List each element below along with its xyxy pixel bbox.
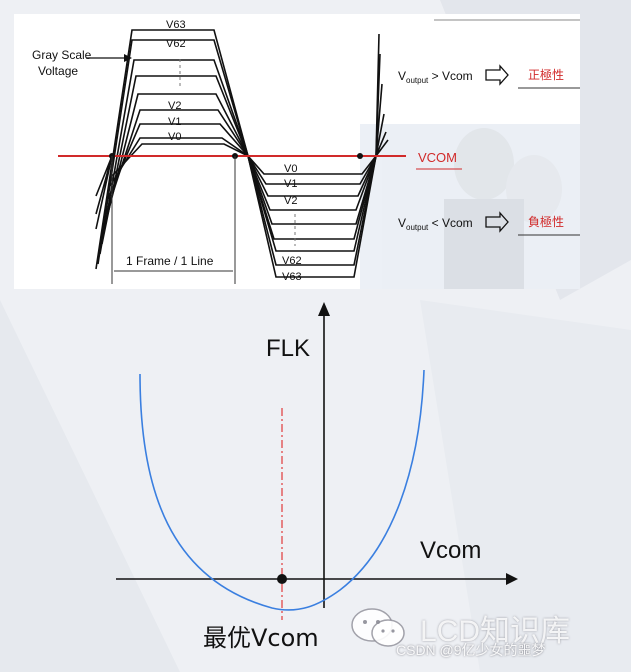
level-label: V0	[284, 163, 297, 175]
polarity-waveform-diagram: V63 V62 V2 V1 V0 V0 V1 V2 V62 V63 Gray S…	[14, 14, 580, 289]
watermark: LCD知识库	[348, 604, 570, 652]
x-axis-label: Vcom	[420, 537, 481, 564]
svg-text:Voutput < Vcom: Voutput < Vcom	[398, 216, 473, 232]
positive-polarity-label: 正極性	[528, 67, 564, 82]
waveform-traces	[95, 29, 389, 278]
negative-polarity-label: 負極性	[528, 214, 564, 229]
crossing-point	[357, 153, 363, 159]
level-label: V63	[166, 19, 186, 31]
optimum-point	[277, 574, 287, 584]
right-arrow-icon	[485, 211, 509, 233]
flicker-curve	[139, 369, 425, 611]
y-axis-label: FLK	[266, 335, 310, 362]
gray-scale-label: Voltage	[38, 64, 78, 78]
level-label: V62	[166, 38, 186, 50]
optimum-vcom-label: 最优Vcom	[203, 624, 319, 652]
level-label: V63	[282, 271, 302, 283]
positive-polarity-row: Voutput > Vcom 正極性	[398, 64, 580, 89]
level-label: V1	[284, 178, 297, 190]
level-label: V1	[168, 116, 181, 128]
wechat-icon	[348, 605, 410, 651]
svg-text:Voutput > Vcom: Voutput > Vcom	[398, 69, 473, 85]
x-axis-arrow	[506, 573, 518, 585]
negative-polarity-row: Voutput < Vcom 負極性	[398, 211, 580, 236]
positive-level-labels: V63 V62 V2 V1 V0	[166, 19, 186, 143]
y-axis-arrow	[318, 302, 330, 316]
level-label: V2	[284, 195, 297, 207]
frame-label: 1 Frame / 1 Line	[126, 254, 214, 268]
watermark-text: LCD知识库	[420, 615, 571, 648]
right-arrow-icon	[485, 64, 509, 86]
photo-background	[360, 124, 580, 289]
level-label: V2	[168, 100, 181, 112]
negative-level-labels: V0 V1 V2 V62 V63	[282, 163, 302, 283]
flicker-vcom-diagram: FLK Vcom 最优Vcom	[116, 302, 518, 652]
vcom-label: VCOM	[418, 150, 457, 165]
level-label: V62	[282, 255, 302, 267]
credit-text: CSDN @9亿少女的噩梦	[396, 642, 546, 658]
level-label: V0	[168, 131, 181, 143]
gray-scale-label: Gray Scale	[32, 48, 92, 62]
